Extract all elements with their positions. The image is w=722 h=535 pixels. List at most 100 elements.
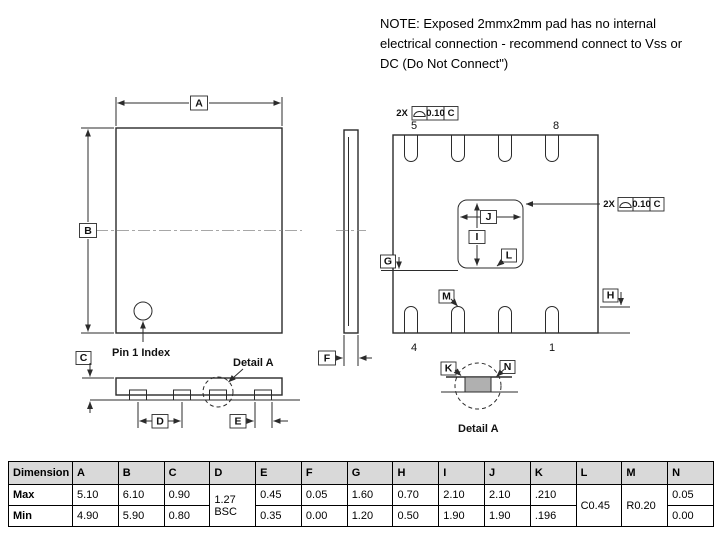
dim-l: L <box>496 248 517 267</box>
fcf-datum-right: C <box>654 199 661 210</box>
cell-min-g: 1.20 <box>346 505 394 527</box>
col-header-i: I <box>438 461 486 485</box>
dim-label-h: H <box>607 290 615 302</box>
table-header-row: Dimension A B C D E F G H I J K L M N <box>8 461 714 485</box>
row-label-max: Max <box>8 484 73 506</box>
cell-d-bsc: 1.27 BSC <box>209 484 257 527</box>
pin-slot <box>451 135 465 162</box>
cell-min-f: 0.00 <box>300 505 348 527</box>
dim-label-d: D <box>156 415 164 427</box>
lead <box>129 389 147 401</box>
top-view: A B Pin 1 Index <box>79 95 302 359</box>
dim-label-n: N <box>504 361 512 373</box>
pin1-index-label: Pin 1 Index <box>112 347 171 359</box>
note-line-3: DC (Do Not Connect") <box>380 56 509 71</box>
cell-min-c: 0.80 <box>163 505 211 527</box>
detail-a-boundary <box>454 362 502 410</box>
cell-min-h: 0.50 <box>392 505 440 527</box>
fcf-datum-top: C <box>448 108 455 119</box>
dim-k: K <box>440 361 462 376</box>
col-header-c: C <box>163 461 211 485</box>
cell-m: R0.20 <box>621 484 669 527</box>
dim-a: A <box>115 95 283 126</box>
col-header-b: B <box>117 461 165 485</box>
exposed-pad-note: NOTE: Exposed 2mmx2mm pad has no interna… <box>380 14 690 74</box>
dim-b: B <box>79 127 114 334</box>
cell-max-a: 5.10 <box>72 484 119 506</box>
row-label-min: Min <box>8 505 73 527</box>
cell-max-g: 1.60 <box>346 484 394 506</box>
col-header-d: D <box>209 461 257 485</box>
lead <box>209 389 227 401</box>
pin-number-4: 4 <box>411 342 417 354</box>
note-line-2: electrical connection - recommend connec… <box>380 36 683 51</box>
package-drawing: A B Pin 1 Index F <box>75 95 665 435</box>
lead <box>254 389 272 401</box>
pin-slot <box>545 135 559 162</box>
dim-label-c: C <box>80 352 88 364</box>
dim-d: D <box>137 402 183 429</box>
dim-label-k: K <box>445 363 453 375</box>
exposed-pad <box>457 199 524 269</box>
pin-slot <box>498 135 512 162</box>
cell-max-j: 2.10 <box>484 484 531 506</box>
detail-a-circle <box>202 376 234 408</box>
cell-min-a: 4.90 <box>72 505 119 527</box>
detail-a-caption: Detail A <box>458 423 499 435</box>
col-header-l: L <box>575 461 623 485</box>
pin-number-1: 1 <box>549 342 555 354</box>
lead <box>173 389 191 401</box>
col-header-f: F <box>300 461 348 485</box>
cell-max-n: 0.05 <box>667 484 714 506</box>
dim-label-i: I <box>476 231 479 243</box>
lead-detail <box>464 376 492 393</box>
cell-min-k: .196 <box>529 505 577 527</box>
table-row-max: Max 5.10 6.10 0.90 1.27 BSC 0.45 0.05 1.… <box>8 484 714 527</box>
fcf-tol-right: 0.10 <box>632 199 651 210</box>
cell-max-c: 0.90 <box>163 484 211 506</box>
col-header-a: A <box>72 461 119 485</box>
dim-m: M <box>438 289 458 307</box>
pin1-index-circle <box>133 301 153 321</box>
cell-max-f: 0.05 <box>300 484 348 506</box>
dimension-table-wrap: Dimension A B C D E F G H I J K L M N Ma… <box>8 461 714 527</box>
cell-min-n: 0.00 <box>667 505 714 527</box>
profile-symbol-icon <box>413 111 426 117</box>
dim-n: N <box>496 360 516 377</box>
cell-max-k: .210 <box>529 484 577 506</box>
detail-a-callout-label: Detail A <box>233 357 274 369</box>
dim-f: F <box>318 335 372 366</box>
fcf-qty-top: 2X <box>396 108 408 119</box>
cell-l: C0.45 <box>575 484 623 527</box>
cell-min-e: 0.35 <box>255 505 302 527</box>
flatness-callout-top: 2X 0.10 C <box>396 106 459 121</box>
col-header-j: J <box>484 461 531 485</box>
cell-min-j: 1.90 <box>484 505 531 527</box>
flatness-callout-right: 2X 0.10 C <box>525 197 665 212</box>
fcf-qty-right: 2X <box>603 199 615 210</box>
cell-min-b: 5.90 <box>117 505 165 527</box>
dim-c: C <box>75 351 114 413</box>
dim-i: I <box>468 203 486 266</box>
dim-label-l: L <box>506 250 513 262</box>
dim-label-e: E <box>234 415 241 427</box>
dim-label-b: B <box>84 225 92 237</box>
pin1-index-marker: Pin 1 Index <box>112 301 171 359</box>
note-line-1: NOTE: Exposed 2mmx2mm pad has no interna… <box>380 16 657 31</box>
detail-a-callout: Detail A <box>202 357 274 408</box>
dim-label-f: F <box>324 353 331 365</box>
dim-label-g: G <box>384 256 392 268</box>
bottom-view: 5 8 4 1 J I L G <box>380 106 665 354</box>
col-header-k: K <box>529 461 577 485</box>
col-header-dimension: Dimension <box>8 461 73 485</box>
dimension-table: Dimension A B C D E F G H I J K L M N Ma… <box>8 461 714 527</box>
pin-slot <box>404 306 418 333</box>
dim-label-a: A <box>195 98 203 110</box>
dim-j: J <box>460 210 521 224</box>
cell-max-b: 6.10 <box>117 484 165 506</box>
pin-slot <box>404 135 418 162</box>
dim-label-j: J <box>486 211 492 223</box>
profile-symbol-icon <box>619 202 632 208</box>
dim-label-m: M <box>442 291 451 303</box>
side-view: F <box>318 129 372 366</box>
